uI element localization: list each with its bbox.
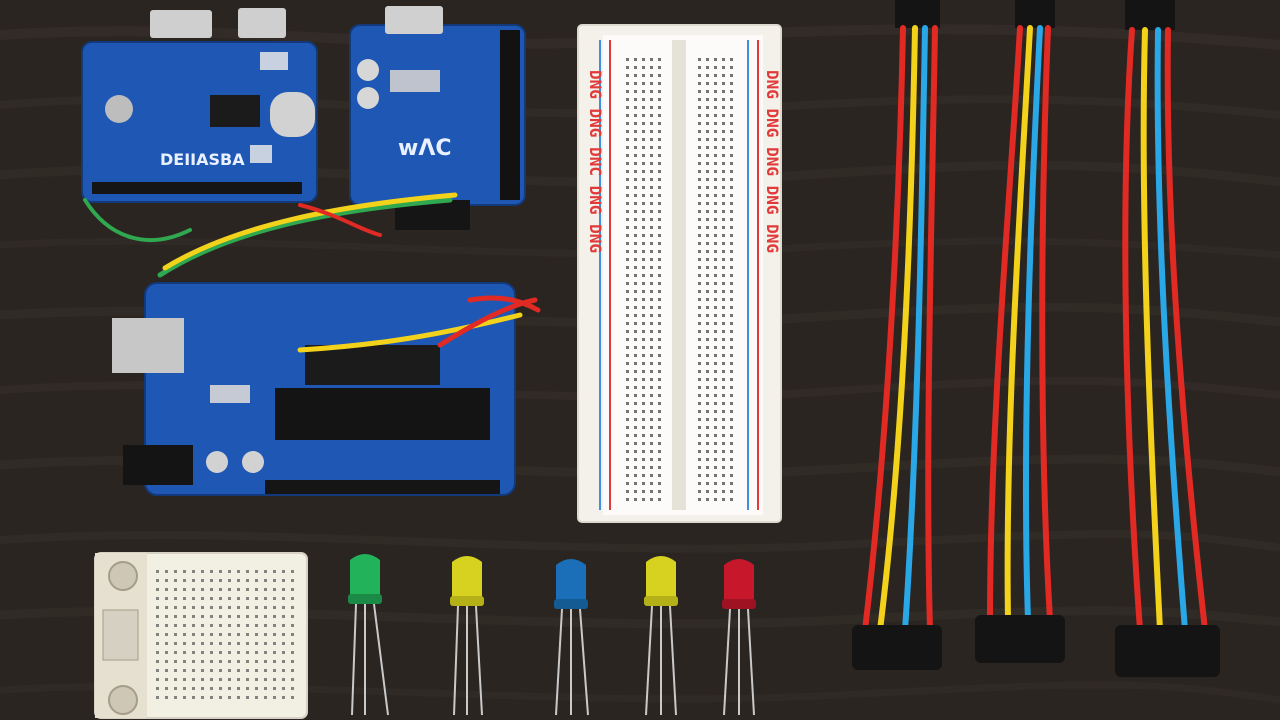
breadboard-holes: [625, 55, 735, 505]
breadboard: DNG DNG DNC DNG DNG DNG DNG DNG DNG DNG: [577, 24, 782, 523]
mounting-hole: [357, 87, 379, 109]
wire-red: [467, 295, 541, 313]
connecting-wires: [83, 192, 458, 278]
dc-power-jack: [123, 445, 193, 485]
led-green: [348, 554, 389, 716]
wire-yellow: [297, 312, 523, 353]
board-label: DEIIASBA: [160, 150, 245, 169]
main-arduino-board: [112, 282, 541, 496]
center-divider: [672, 40, 686, 510]
right-rail-markings: DNG DNG DNG DNG DNG: [763, 70, 782, 253]
board-label: ᴡɅC: [398, 136, 452, 161]
top-left-arduino-board: DEIIASBA: [81, 8, 318, 203]
atmega-chip: [275, 388, 490, 440]
side-pin-header: [500, 30, 520, 200]
pin-header: [92, 182, 302, 194]
capacitor: [105, 95, 133, 123]
usb-connector: [385, 6, 443, 34]
led-blue: [554, 559, 589, 716]
led-red: [722, 559, 756, 716]
jumper-wire-bundle-1: [852, 0, 942, 670]
capacitor: [242, 451, 264, 473]
left-rail-markings: DNG DNG DNC DNG DNG: [586, 70, 605, 253]
usb-connector: [150, 10, 212, 38]
led-yellow: [450, 556, 484, 716]
usb-b-port: [112, 318, 184, 373]
mini-breadboard: [94, 552, 308, 719]
jumper-wire-bundle-2: [975, 0, 1065, 663]
crystal-oscillator: [270, 92, 315, 137]
led-yellow-2: [644, 556, 678, 716]
ic-chip: [210, 95, 260, 127]
capacitor: [206, 451, 228, 473]
bottom-headers: [265, 480, 500, 494]
jumper-wire-bundle-3: [1115, 0, 1220, 677]
jumper-header: [238, 8, 286, 38]
small-ic: [305, 345, 440, 385]
mounting-hole: [357, 59, 379, 81]
